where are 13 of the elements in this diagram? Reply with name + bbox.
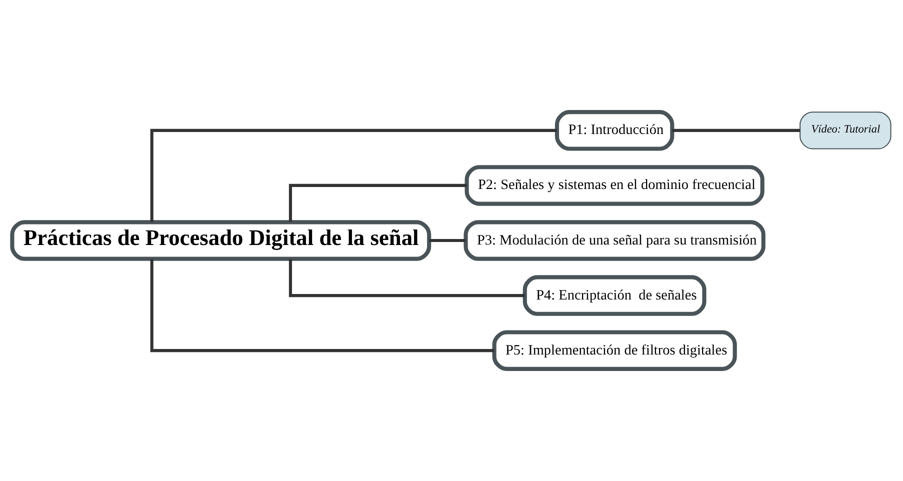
connector (150, 259, 494, 352)
connector (672, 128, 800, 132)
connector (150, 128, 557, 222)
node-box: P1: Introducción (554, 110, 674, 151)
node-box: Vídeo: Tutorial (800, 112, 892, 150)
node-box: P3: Modulación de una señal para su transmisión (464, 220, 766, 261)
connector (429, 238, 466, 242)
node-box: P4: Encriptación de señales (522, 275, 706, 316)
node-box: Prácticas de Procesado Digital de la señal (10, 220, 432, 261)
connector (288, 259, 525, 298)
node-box: P2: Señales y sistemas en el dominio frecuencial (464, 165, 764, 206)
connector (288, 184, 467, 222)
node-box: P5: Implementación de filtros digitales (492, 330, 737, 371)
